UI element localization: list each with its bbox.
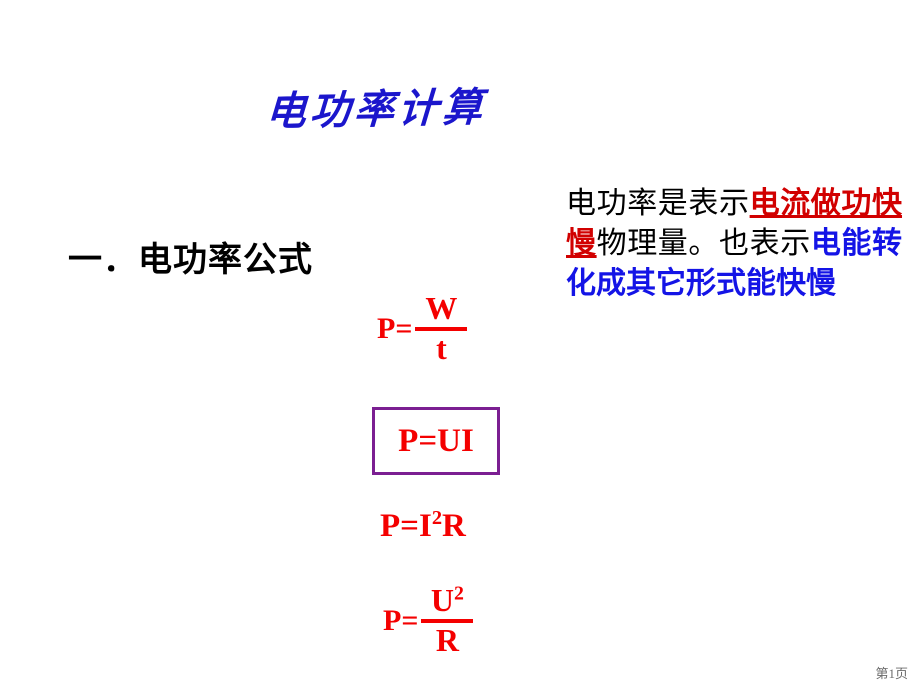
formula-i2r-tail: R: [442, 508, 466, 544]
page-title: 电功率计算: [264, 84, 488, 136]
fraction-denominator-t: t: [436, 329, 447, 366]
formula-power-ui-text: P=UI: [398, 422, 474, 459]
formula-power-work-over-time: P= W t: [377, 290, 468, 366]
description-paragraph: 电功率是表示电流做功快慢物理量。也表示电能转化成其它形式能快慢: [566, 184, 902, 304]
page-number-footer: 第1页: [875, 666, 908, 681]
fraction-bar: [415, 326, 468, 331]
fraction-denominator-r: R: [435, 621, 459, 658]
formula-u2r-lhs-p-equals: P=: [383, 603, 419, 637]
description-segment-highlight-red: 电流做功快慢: [566, 186, 903, 261]
fraction-u2-over-r: U2 R: [421, 582, 474, 658]
fraction-numerator-u: U: [430, 582, 455, 618]
description-segment-plain-1: 电功率是表示: [566, 187, 750, 220]
formula-power-ui-box: P=UI: [372, 407, 500, 475]
section-heading: 一．电功率公式: [68, 240, 313, 280]
fraction-numerator-u-squared: U2: [423, 582, 472, 618]
fraction-bar: [421, 618, 474, 623]
fraction-w-over-t: W t: [415, 290, 468, 366]
fraction-numerator-w: W: [425, 290, 458, 326]
formula-power-i-squared-r: P=I2R: [380, 508, 466, 545]
fraction-numerator-exponent: 2: [454, 582, 464, 605]
formula-lhs-p-equals: P=: [377, 311, 413, 345]
formula-power-u-squared-over-r: P= U2 R: [383, 582, 474, 658]
formula-i2r-exponent: 2: [431, 507, 443, 529]
description-segment-highlight-blue: 电能转化成其它形式能快慢: [566, 225, 903, 301]
formula-i2r-lead: P=I: [380, 508, 432, 544]
description-segment-plain-2: 物理量。也表示: [596, 226, 811, 260]
